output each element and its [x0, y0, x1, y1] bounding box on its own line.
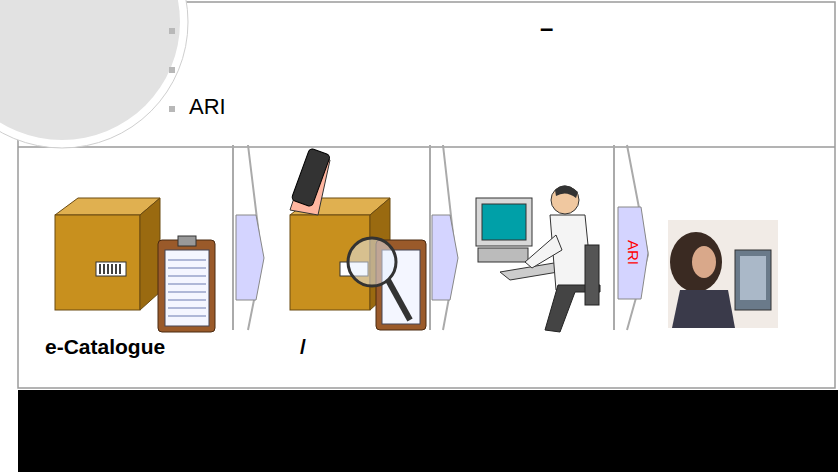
process-chevron: ARI [617, 206, 649, 300]
text-label: / [300, 335, 306, 359]
bullet [169, 28, 175, 34]
corner-ring [0, 0, 188, 148]
operator-icon [476, 185, 600, 332]
divider [18, 146, 835, 148]
bullet [169, 67, 175, 73]
inspection-icon [290, 148, 426, 330]
process-chevron [430, 145, 458, 330]
text-label: – [540, 14, 553, 42]
process-chevron [614, 145, 648, 330]
text-label: ARI [189, 94, 226, 120]
package-icon [55, 198, 160, 310]
footer-band [18, 390, 838, 472]
text-label: e-Catalogue [45, 335, 165, 359]
bullet [169, 106, 175, 112]
clipboard-icon [158, 236, 215, 332]
chevron-fill [618, 207, 648, 299]
node-text: ARI [617, 206, 649, 300]
user-photo [668, 220, 778, 328]
process-chevron [233, 145, 264, 330]
corner-circle [0, 0, 180, 140]
